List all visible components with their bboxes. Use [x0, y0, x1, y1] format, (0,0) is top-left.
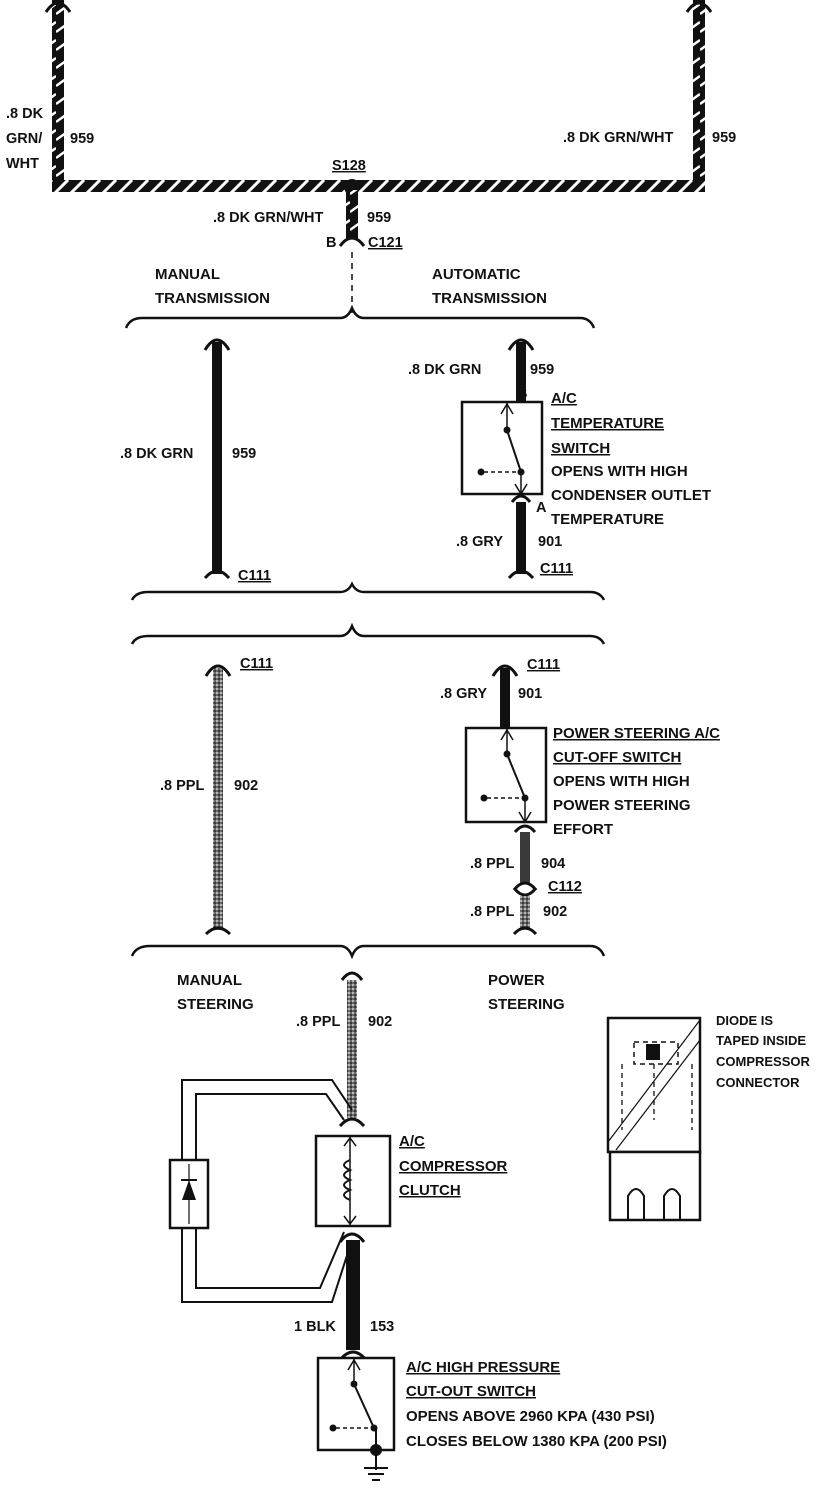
auto-trans-wire-circuit: 959: [530, 362, 554, 378]
c121-label: C121: [368, 235, 403, 251]
c112-label: C112: [548, 879, 582, 895]
splice-s128: S128: [332, 158, 366, 174]
hp-switch-name-2: CUT-OUT SWITCH: [406, 1383, 536, 1400]
power-steer-label-1: POWER: [488, 972, 545, 989]
manual-trans-wire-label: .8 DK GRN: [120, 446, 193, 462]
diode-note-1: DIODE IS: [716, 1013, 773, 1028]
diode-note-2: TAPED INSIDE: [716, 1033, 806, 1048]
temp-switch-name-2: TEMPERATURE: [551, 415, 664, 432]
temp-switch-pin-b: B: [517, 386, 527, 402]
ps-switch-symbol: [464, 726, 548, 824]
clutch-name-2: COMPRESSOR: [399, 1158, 508, 1175]
gry-bottom-label: .8 GRY: [440, 686, 487, 702]
ps-switch-desc-2: POWER STEERING: [553, 797, 691, 814]
ppl-904-circuit: 904: [541, 856, 565, 872]
temp-switch-desc-2: CONDENSER OUTLET: [551, 487, 711, 504]
c121-pin: B: [326, 235, 336, 251]
ps-switch-name-2: CUT-OFF SWITCH: [553, 749, 681, 766]
gry-wire-bottom: [500, 668, 510, 728]
ppl-902-label: .8 PPL: [470, 904, 514, 920]
left-wire-color-2: WHT: [6, 156, 39, 172]
diode-note-3: COMPRESSOR: [716, 1054, 811, 1069]
steering-merge-brace: [130, 944, 606, 960]
temp-switch-name-3: SWITCH: [551, 440, 610, 457]
splice-wire-circuit: 959: [367, 210, 391, 226]
auto-trans-wire: [516, 342, 526, 402]
clutch-feed-label: .8 PPL: [296, 1014, 340, 1030]
clutch-symbol: [314, 1117, 392, 1243]
gry-top-circuit: 901: [538, 534, 562, 550]
temp-switch-desc-3: TEMPERATURE: [551, 511, 664, 528]
blk-circuit: 153: [370, 1319, 394, 1335]
manual-trans-label-2: TRANSMISSION: [155, 290, 270, 307]
power-steer-label-2: STEERING: [488, 996, 565, 1013]
manual-steer-label-1: MANUAL: [177, 972, 242, 989]
ps-switch-desc-3: EFFORT: [553, 821, 613, 838]
clutch-name-1: A/C: [399, 1133, 425, 1150]
manual-steer-wire-label: .8 PPL: [160, 778, 204, 794]
temp-switch-pin-a: A: [536, 500, 547, 516]
splice-wire: [346, 190, 358, 238]
auto-trans-label-1: AUTOMATIC: [432, 266, 521, 283]
left-wire-circuit: 959: [70, 131, 94, 147]
auto-trans-wire-label: .8 DK GRN: [408, 362, 481, 378]
right-wire-label: .8 DK GRN/WHT: [563, 130, 674, 146]
c111-brace-lower: [130, 622, 606, 645]
c111-left-top: C111: [238, 568, 271, 584]
temp-switch-desc-1: OPENS WITH HIGH: [551, 463, 688, 480]
temp-switch-symbol: [460, 400, 544, 496]
auto-trans-label-2: TRANSMISSION: [432, 290, 547, 307]
c111-right-top: C111: [540, 561, 573, 577]
ps-switch-name-1: POWER STEERING A/C: [553, 725, 720, 742]
ppl-904-label: .8 PPL: [470, 856, 514, 872]
clutch-feed-wire: [347, 980, 357, 1118]
clutch-feed-circuit: 902: [368, 1014, 392, 1030]
splice-wire-label: .8 DK GRN/WHT: [213, 210, 324, 226]
c111-right-bottom: C111: [527, 657, 560, 673]
blk-label: 1 BLK: [294, 1319, 336, 1335]
hp-switch-desc-2: CLOSES BELOW 1380 KPA (200 PSI): [406, 1433, 667, 1450]
ground-symbol: [364, 1467, 388, 1481]
gry-bottom-circuit: 901: [518, 686, 542, 702]
hp-switch-name-1: A/C HIGH PRESSURE: [406, 1359, 560, 1376]
diode-symbol: [168, 1158, 210, 1230]
c121-terminal: [338, 236, 366, 247]
right-wire-circuit: 959: [712, 130, 736, 146]
manual-trans-wire-circuit: 959: [232, 446, 256, 462]
manual-steer-wire-circuit: 902: [234, 778, 258, 794]
diode-loop-wire: [181, 1079, 353, 1303]
manual-trans-wire: [212, 342, 222, 574]
left-wire-size: .8 DK: [6, 106, 44, 122]
c111-left-bottom: C111: [240, 656, 273, 672]
left-wire-color-1: GRN/: [6, 131, 42, 147]
gry-wire-top: [516, 502, 526, 574]
diode-note-4: CONNECTOR: [716, 1075, 800, 1090]
hp-switch-symbol: [316, 1356, 396, 1470]
gry-top-label: .8 GRY: [456, 534, 503, 550]
ps-switch-desc-1: OPENS WITH HIGH: [553, 773, 690, 790]
hp-switch-desc-1: OPENS ABOVE 2960 KPA (430 PSI): [406, 1408, 655, 1425]
compressor-connector-illustration: [606, 1016, 702, 1222]
manual-trans-label-1: MANUAL: [155, 266, 220, 283]
c111-brace-upper: [130, 581, 606, 601]
ppl-902-circuit: 902: [543, 904, 567, 920]
transmission-branch-brace: [124, 304, 596, 329]
ppl-904-wire: [520, 832, 530, 884]
clutch-name-3: CLUTCH: [399, 1182, 461, 1199]
blk-wire: [346, 1240, 360, 1350]
manual-steer-label-2: STEERING: [177, 996, 254, 1013]
manual-steer-wire: [213, 668, 223, 930]
dk-grn-wht-top-loop: [44, 0, 713, 192]
ppl-902-wire: [520, 896, 530, 930]
temp-switch-name-1: A/C: [551, 390, 577, 407]
